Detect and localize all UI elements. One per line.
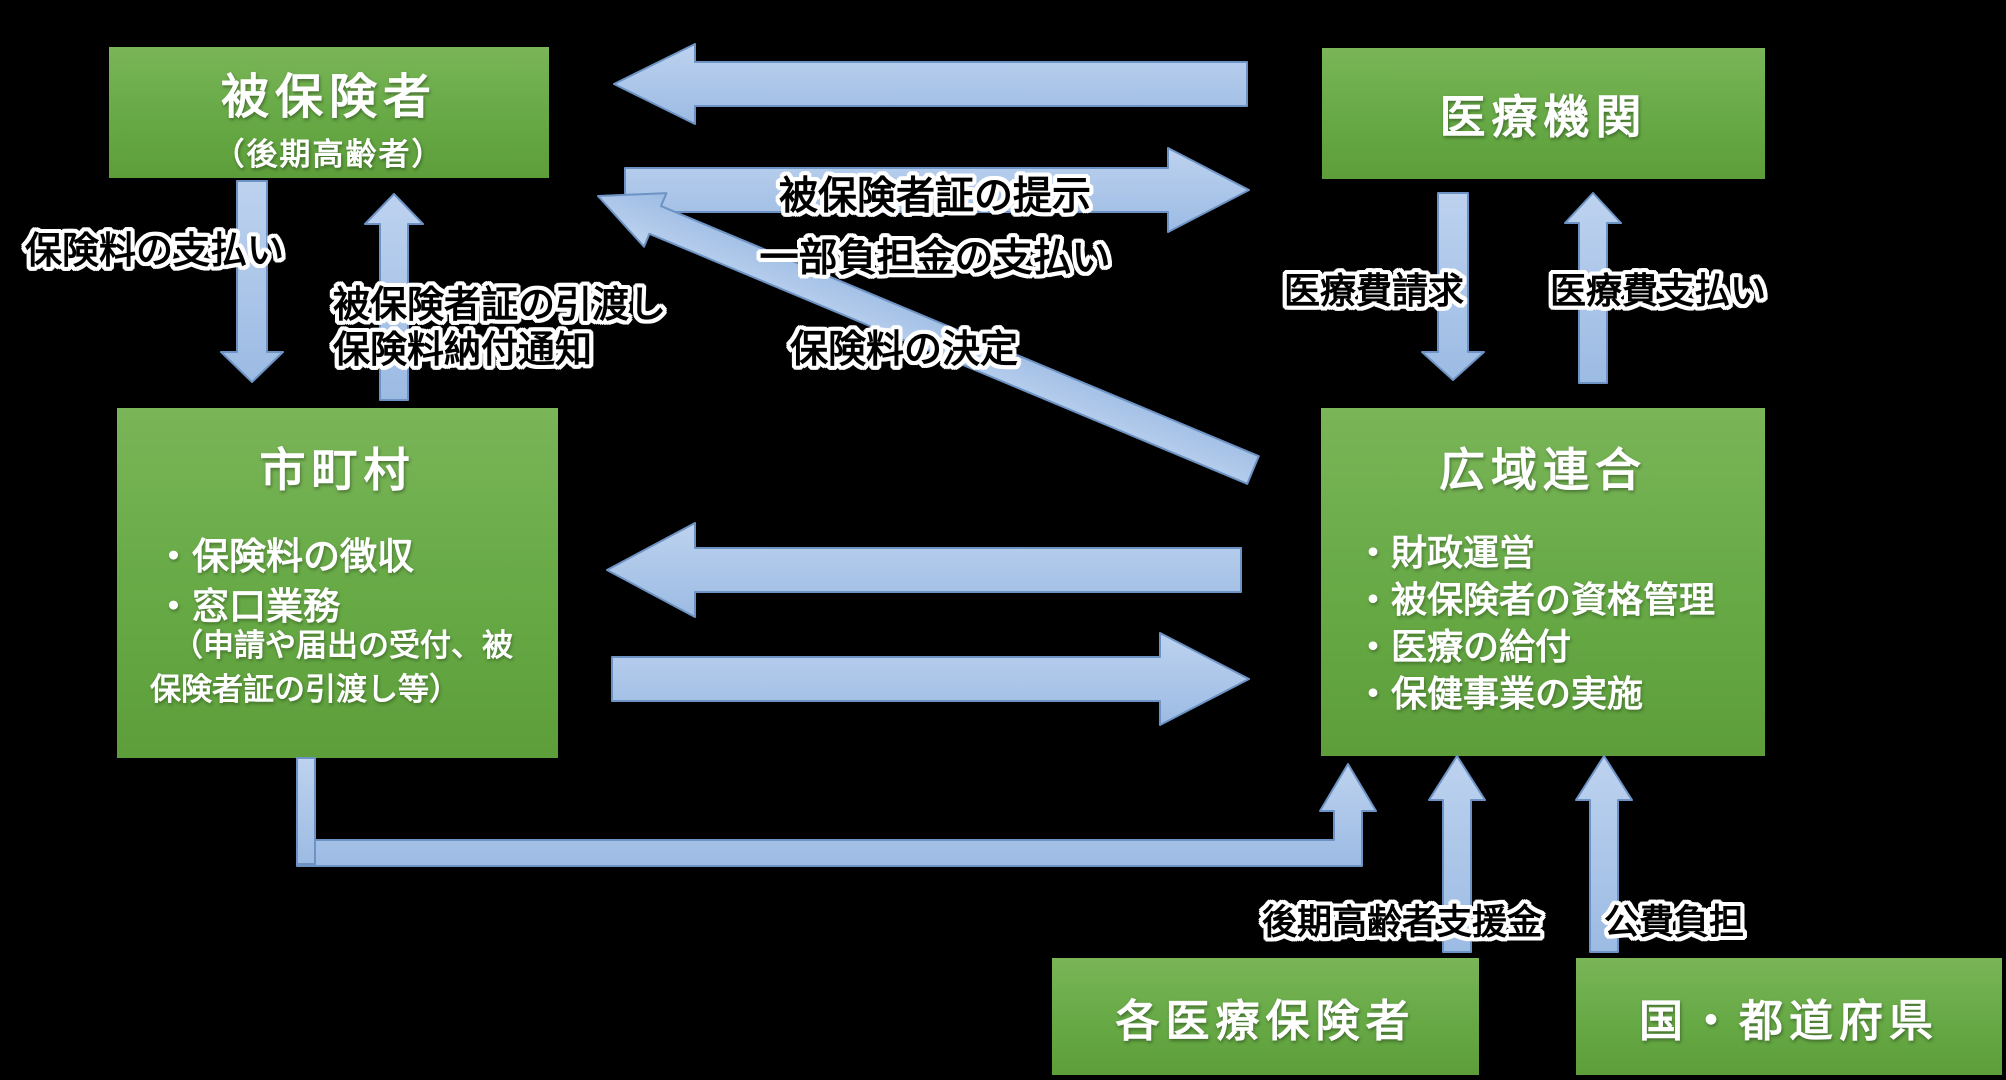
elbow-connector-vertical-segment xyxy=(296,757,316,865)
label-public-expense: 公費負担 xyxy=(1604,903,1745,942)
arrow-medical-to-insured xyxy=(613,43,1248,125)
label-support-fund: 後期高齢者支援金 xyxy=(1262,903,1543,942)
arrow-municipality-to-union xyxy=(611,632,1250,726)
label-medical-fee-claim: 医療費請求 xyxy=(1284,270,1465,311)
municipality-item: ・窓口業務 xyxy=(155,586,340,627)
municipality-item: ・保険料の徴収 xyxy=(155,536,414,577)
label-card-delivery-line1: 被保険者証の引渡し xyxy=(333,284,666,325)
box-insured-title: 被保険者 xyxy=(220,71,437,124)
label-premium-decision: 保険料の決定 xyxy=(790,329,1019,371)
box-insurers: 各医療保険者 xyxy=(1052,958,1479,1075)
union-item: ・医療の給付 xyxy=(1355,626,1572,667)
label-card-presentation-line2: 一部負担金の支払い xyxy=(759,237,1111,280)
label-card-delivery-line2: 保険料納付通知 xyxy=(333,329,592,370)
box-wide-area-union: 広域連合 ・財政運営 ・被保険者の資格管理 ・医療の給付 ・保健事業の実施 xyxy=(1321,408,1765,756)
box-municipality: 市町村 ・保険料の徴収 ・窓口業務 （申請や届出の受付、被 保険者証の引渡し等） xyxy=(117,408,558,758)
union-item: ・保健事業の実施 xyxy=(1355,673,1644,714)
box-municipality-title: 市町村 xyxy=(259,444,416,496)
box-insurers-title: 各医療保険者 xyxy=(1115,996,1416,1046)
box-insured: 被保険者 （後期高齢者） xyxy=(109,47,549,178)
box-government: 国・都道府県 xyxy=(1576,958,2002,1075)
box-union-title: 広域連合 xyxy=(1439,444,1647,496)
box-medical-title: 医療機関 xyxy=(1439,90,1648,143)
arrow-card-delivery xyxy=(364,193,424,401)
label-card-delivery: 被保険者証の引渡し 保険料納付通知 xyxy=(333,282,666,372)
label-card-presentation-line1: 被保険者証の提示 xyxy=(778,175,1091,218)
box-medical-institution: 医療機関 xyxy=(1322,48,1765,179)
arrow-support-fund xyxy=(1428,755,1486,953)
box-insured-subtitle: （後期高齢者） xyxy=(213,137,445,172)
union-item: ・被保険者の資格管理 xyxy=(1355,579,1716,620)
elbow-connector-municipality-to-union xyxy=(296,763,1377,867)
union-item: ・財政運営 xyxy=(1355,532,1536,573)
arrow-union-to-municipality xyxy=(606,522,1242,618)
label-card-presentation: 被保険者証の提示 一部負担金の支払い xyxy=(700,166,1170,290)
arrow-insured-to-medical xyxy=(624,147,1250,233)
label-premium-payment: 保険料の支払い xyxy=(25,230,284,271)
arrow-premium-payment xyxy=(220,180,284,383)
box-government-title: 国・都道府県 xyxy=(1639,996,1939,1046)
arrow-premium-decision xyxy=(596,192,1260,485)
municipality-item: （申請や届出の受付、被 xyxy=(172,628,513,663)
label-medical-fee-payment: 医療費支払い xyxy=(1550,270,1767,311)
arrow-fee-claim xyxy=(1421,192,1485,381)
arrow-public-expense xyxy=(1575,755,1633,953)
arrow-fee-payment xyxy=(1564,192,1622,384)
municipality-item: 保険者証の引渡し等） xyxy=(150,672,460,707)
